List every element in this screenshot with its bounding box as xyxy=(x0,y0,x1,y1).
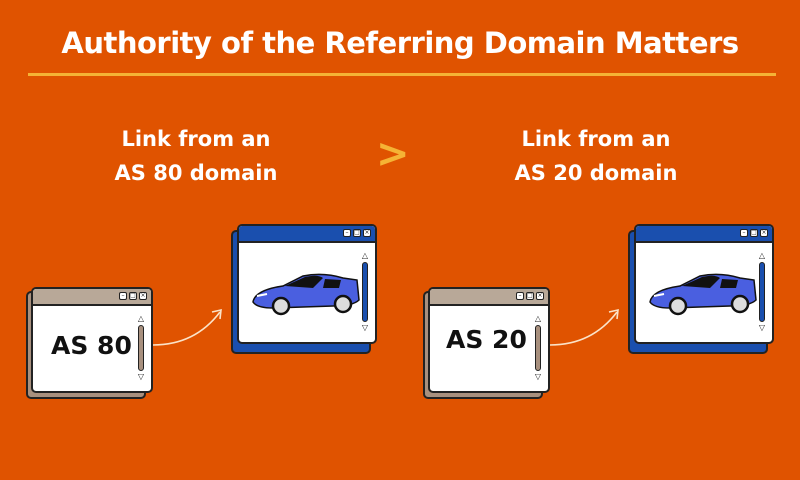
car-icon xyxy=(252,273,360,316)
minimize-icon[interactable]: – xyxy=(119,292,127,300)
scrollbar[interactable]: △ ▽ xyxy=(534,315,542,381)
scroll-up-icon[interactable]: △ xyxy=(758,251,766,260)
left-caption: Link from an AS 80 domain xyxy=(86,122,306,190)
maximize-icon[interactable]: □ xyxy=(129,292,137,300)
scroll-up-icon[interactable]: △ xyxy=(534,314,542,323)
scroll-down-icon[interactable]: ▽ xyxy=(361,323,369,332)
title-bar: –□× xyxy=(239,226,375,243)
scroll-up-icon[interactable]: △ xyxy=(361,251,369,260)
maximize-icon[interactable]: □ xyxy=(526,292,534,300)
title-bar: –□× xyxy=(636,226,772,243)
right-caption: Link from an AS 20 domain xyxy=(486,122,706,190)
link-arrow-icon xyxy=(549,308,619,346)
right-caption-line1: Link from an xyxy=(521,127,671,151)
scroll-down-icon[interactable]: ▽ xyxy=(534,372,542,381)
scrollbar[interactable]: △ ▽ xyxy=(361,252,369,332)
left-caption-line1: Link from an xyxy=(121,127,271,151)
greater-than-symbol: > xyxy=(376,131,410,177)
minimize-icon[interactable]: – xyxy=(343,229,351,237)
close-icon[interactable]: × xyxy=(536,292,544,300)
close-icon[interactable]: × xyxy=(760,229,768,237)
scroll-down-icon[interactable]: ▽ xyxy=(137,372,145,381)
right-caption-line2: AS 20 domain xyxy=(514,161,678,185)
car-icon xyxy=(649,273,757,316)
as-score-label: AS 20 xyxy=(446,325,527,354)
title-bar: –□× xyxy=(33,289,151,306)
title-bar: –□× xyxy=(430,289,548,306)
close-icon[interactable]: × xyxy=(139,292,147,300)
maximize-icon[interactable]: □ xyxy=(750,229,758,237)
left-caption-line2: AS 80 domain xyxy=(114,161,278,185)
maximize-icon[interactable]: □ xyxy=(353,229,361,237)
minimize-icon[interactable]: – xyxy=(516,292,524,300)
scrollbar[interactable]: △ ▽ xyxy=(758,252,766,332)
as-score-label: AS 80 xyxy=(51,331,132,360)
minimize-icon[interactable]: – xyxy=(740,229,748,237)
scroll-up-icon[interactable]: △ xyxy=(137,314,145,323)
title-underline xyxy=(28,73,776,76)
close-icon[interactable]: × xyxy=(363,229,371,237)
scrollbar[interactable]: △ ▽ xyxy=(137,315,145,381)
link-arrow-icon xyxy=(152,308,222,346)
page-title: Authority of the Referring Domain Matter… xyxy=(61,26,739,60)
scroll-down-icon[interactable]: ▽ xyxy=(758,323,766,332)
